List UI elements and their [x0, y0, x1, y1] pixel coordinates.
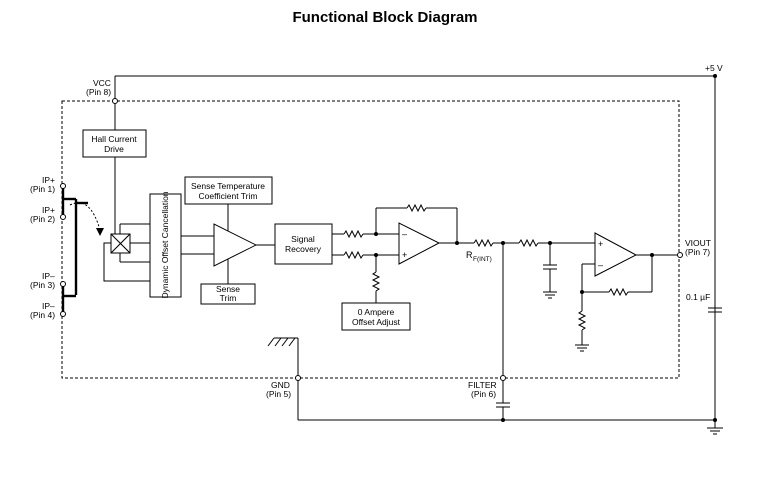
hall-drive-line1: Hall Current [91, 134, 137, 144]
filter-label: FILTER [468, 380, 497, 390]
zero-amp-line2: Offset Adjust [352, 317, 401, 327]
sense-trim-line2: Trim [220, 293, 237, 303]
viout-pin [677, 252, 683, 258]
dynamic-offset-label: Dynamic Offset Cancellation [160, 191, 170, 298]
internal-ground [267, 337, 299, 375]
vcc-pin-number: (Pin 8) [86, 87, 111, 97]
filter-node [501, 241, 505, 245]
viout-pin-number: (Pin 7) [685, 247, 710, 257]
diff-amp-minus: – [402, 229, 407, 239]
temp-trim-line2: Coefficient Trim [199, 191, 258, 201]
zero-ampere-offset-block [341, 302, 411, 331]
diff-amp-plus: + [402, 250, 407, 260]
ground-symbol [707, 420, 723, 435]
magnetic-field-arrow [69, 202, 101, 231]
ip1-label: IP+ [42, 175, 55, 185]
hall-current-drive-block [82, 129, 147, 158]
signal-recovery-line2: Recovery [285, 244, 322, 254]
diff-amp-wiring [332, 203, 474, 303]
ip-pin-4 [60, 311, 66, 317]
ip-pin-1 [60, 183, 66, 189]
cap-node [548, 241, 552, 245]
sense-temperature-trim-block [184, 176, 273, 205]
rail-node [713, 74, 717, 78]
supply-wiring [114, 75, 716, 421]
out-amp-minus: – [598, 260, 603, 270]
primary-conductor [61, 186, 88, 314]
output-amplifier [594, 232, 638, 277]
rf-label: R [466, 250, 473, 260]
signal-recovery-block [274, 223, 333, 265]
gnd-pin-number: (Pin 5) [266, 389, 291, 399]
vcc-label: VCC [93, 78, 111, 88]
diff-amp-output-node [455, 241, 459, 245]
bypass-capacitor [708, 307, 722, 313]
output-node [650, 253, 654, 257]
ip1-number: (Pin 1) [30, 184, 55, 194]
gnd-label: GND [271, 380, 290, 390]
signal-recovery-line1: Signal [291, 234, 315, 244]
sense-amplifier [213, 223, 258, 267]
differential-amplifier [398, 222, 441, 265]
diff-amp-node-top [374, 232, 378, 236]
ip4-number: (Pin 4) [30, 310, 55, 320]
ip2-number: (Pin 2) [30, 214, 55, 224]
supply-rail-label: +5 V [705, 63, 723, 73]
diagram-title: Functional Block Diagram [292, 9, 477, 26]
ic-boundary [61, 100, 680, 379]
ip3-number: (Pin 3) [30, 280, 55, 290]
ip4-label: IP– [42, 301, 55, 311]
filter-pin [500, 375, 506, 381]
hall-drive-line2: Drive [104, 144, 124, 154]
feedback-node [580, 290, 584, 294]
filter-pin-number: (Pin 6) [471, 389, 496, 399]
viout-label: VIOUT [685, 238, 711, 248]
zero-amp-line1: 0 Ampere [358, 307, 395, 317]
rf-subscript: F(INT) [473, 256, 492, 263]
dynamic-offset-cancellation-block [149, 193, 182, 298]
capacitor-label: 0.1 µF [686, 292, 710, 302]
out-amp-plus: + [598, 239, 603, 249]
ip-pin-2 [60, 214, 66, 220]
ip3-label: IP– [42, 271, 55, 281]
diff-amp-node-bottom [374, 253, 378, 257]
sense-trim-line1: Sense [216, 284, 240, 294]
output-stage-wiring [575, 254, 677, 352]
filter-path-wiring [473, 238, 595, 420]
vcc-pin [112, 98, 118, 104]
ip-pin-3 [60, 281, 66, 287]
gnd-pin [295, 375, 301, 381]
ip2-label: IP+ [42, 205, 55, 215]
temp-trim-line1: Sense Temperature [191, 181, 265, 191]
